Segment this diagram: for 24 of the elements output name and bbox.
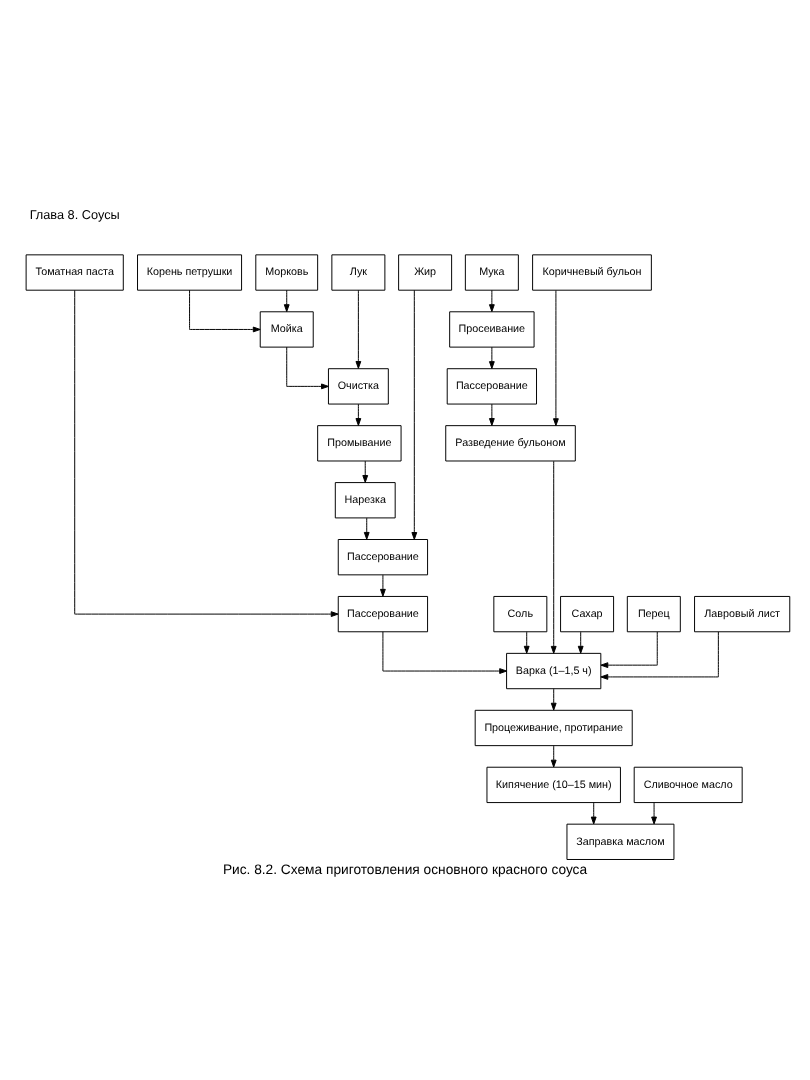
arrow (411, 289, 418, 540)
arrow (382, 631, 508, 674)
arrow (550, 745, 557, 768)
arrow (488, 289, 495, 313)
arrow (651, 802, 657, 825)
arrow (600, 631, 719, 680)
arrow (363, 517, 370, 540)
arrow (362, 460, 369, 483)
arrow (488, 346, 495, 369)
arrow (355, 289, 362, 369)
arrow (355, 403, 362, 426)
arrow (74, 289, 339, 617)
arrow (523, 631, 530, 654)
arrow (590, 802, 597, 825)
arrow (577, 631, 584, 654)
arrow (488, 403, 495, 426)
arrow (380, 574, 386, 597)
arrow (553, 290, 559, 427)
arrow (189, 289, 261, 333)
arrow (600, 631, 658, 669)
arrow (286, 346, 329, 390)
arrow (550, 460, 557, 654)
arrow (283, 289, 290, 313)
arrow (550, 688, 557, 711)
